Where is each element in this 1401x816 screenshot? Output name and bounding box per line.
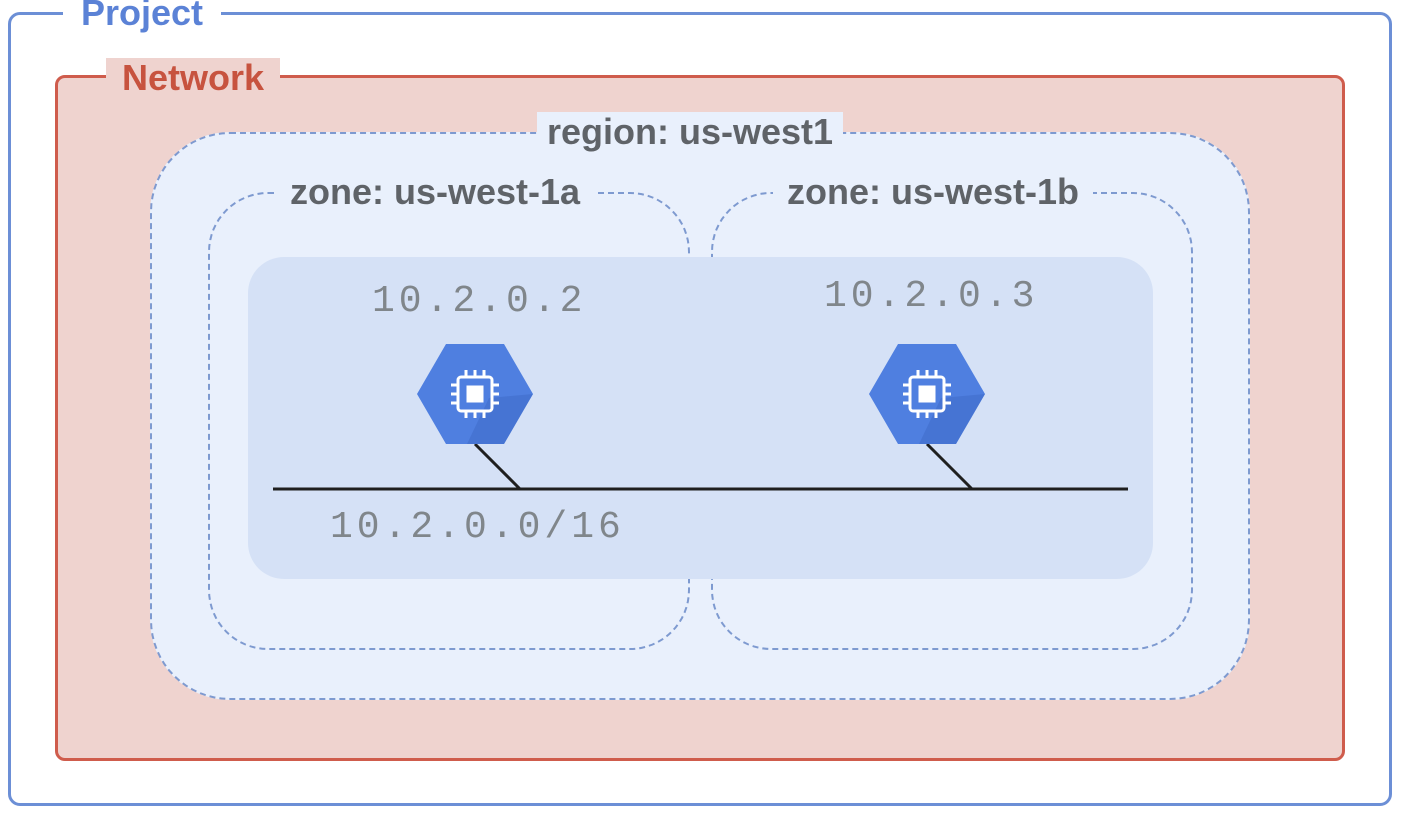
chip-icon bbox=[451, 370, 499, 418]
vm-a-ip: 10.2.0.2 bbox=[372, 280, 587, 323]
subnet-range-label: 10.2.0.0/16 bbox=[330, 506, 625, 549]
project-label: Project bbox=[63, 0, 222, 33]
subnet-area bbox=[248, 257, 1153, 579]
compute-engine-icon[interactable] bbox=[869, 344, 985, 444]
zone-b-container: zone: us-west-1b bbox=[711, 172, 1193, 650]
zone-a-container: zone: us-west-1a bbox=[208, 172, 690, 650]
zone-a-label: zone: us-west-1a bbox=[276, 172, 595, 212]
vm-b-ip: 10.2.0.3 bbox=[824, 275, 1039, 318]
network-label: Network bbox=[106, 58, 281, 98]
region-label: region: us-west1 bbox=[537, 112, 844, 152]
chip-icon bbox=[903, 370, 951, 418]
compute-engine-icon[interactable] bbox=[417, 344, 533, 444]
zone-b-label: zone: us-west-1b bbox=[773, 172, 1094, 212]
